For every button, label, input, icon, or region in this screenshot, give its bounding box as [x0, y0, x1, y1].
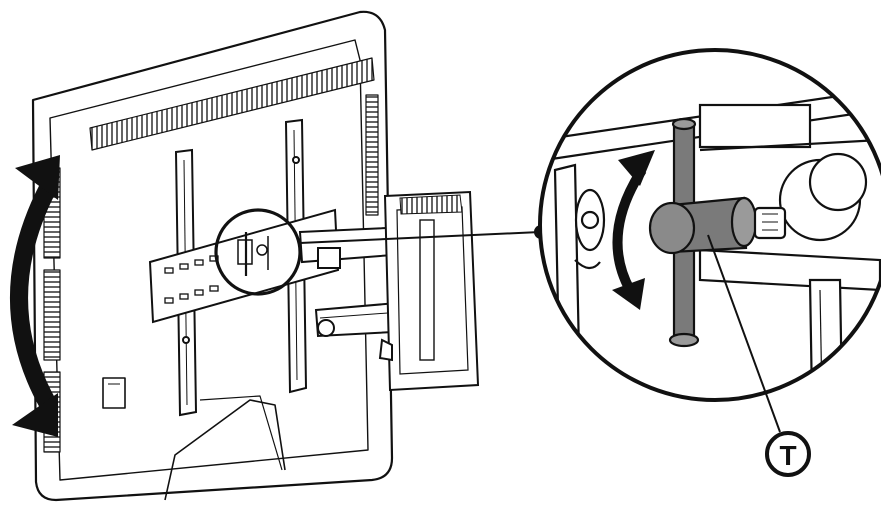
articulating-arms [298, 190, 480, 392]
zoom-leader-line [299, 231, 541, 244]
tilt-arrow-icon [10, 155, 60, 437]
tilt-tension-callout: T [707, 234, 811, 477]
zoom-magnifier-icon [538, 48, 881, 402]
detail-highlight-circle [214, 208, 302, 296]
callout-label-t: T [779, 440, 796, 471]
horizontal-bracket-plate [148, 208, 340, 324]
rotate-arrow-icon [612, 150, 655, 310]
